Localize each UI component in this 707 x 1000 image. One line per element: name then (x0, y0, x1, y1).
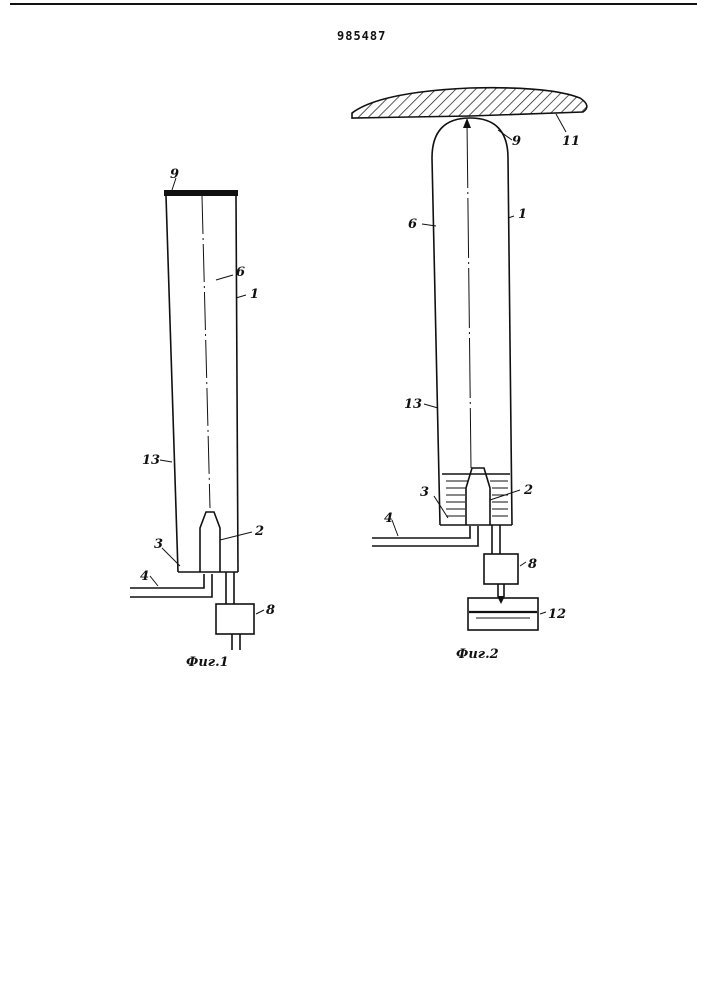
fig2-leader-12 (540, 612, 546, 614)
fig2-jet-line (467, 122, 471, 468)
fig2-container-12 (468, 598, 538, 630)
fig1-cap (164, 190, 238, 196)
fig2-label-8: 8 (528, 557, 537, 572)
fig2-dome (432, 118, 508, 158)
fig1-axis-line (202, 196, 210, 508)
fig2-caption: Фиг.2 (456, 647, 499, 662)
fig1-label-2: 2 (254, 524, 264, 539)
fig1-label-1: 1 (250, 287, 259, 302)
fig1-leader-6 (216, 275, 233, 280)
fig1-label-9: 9 (170, 167, 179, 182)
fig1-tube-left-wall (166, 196, 178, 572)
fig2-leader-13 (424, 404, 438, 408)
fig2-label-9: 9 (512, 134, 521, 149)
fig2-label-12: 12 (548, 607, 566, 622)
fig2-box-8 (484, 554, 518, 584)
fig1-caption: Фиг.1 (186, 655, 229, 670)
fig2-liquid-lines (442, 474, 510, 516)
fig2-jet-arrow (463, 118, 471, 128)
fig2-label-4: 4 (384, 511, 393, 526)
fig2-label-1: 1 (518, 207, 527, 222)
fig2-label-6: 6 (408, 217, 417, 232)
fig2-label-3: 3 (420, 485, 429, 500)
fig1-label-6: 6 (236, 265, 245, 280)
fig2-tube-left-wall (432, 158, 440, 525)
fig1-label-4: 4 (140, 569, 149, 584)
fig1-leader-2 (220, 532, 252, 540)
fig1-box-8 (216, 604, 254, 634)
fig2-label-13: 13 (404, 397, 422, 412)
fig1-nozzle (200, 512, 220, 572)
fig1-leader-13 (160, 460, 172, 462)
fig1-label-8: 8 (266, 603, 275, 618)
fig2-leader-11 (556, 114, 566, 132)
fig2-leader-8 (520, 562, 526, 566)
fig1-label-3: 3 (154, 537, 163, 552)
fig2-label-2: 2 (523, 483, 533, 498)
fig2-hatched-surface (352, 88, 587, 118)
fig1-label-13: 13 (142, 453, 160, 468)
fig2-nozzle (466, 468, 490, 525)
fig1-leader-4 (150, 576, 158, 586)
fig2-inlet-pipe-lower (372, 526, 478, 546)
fig1-leader-1 (236, 295, 246, 298)
fig2-tube-right-wall (508, 158, 512, 525)
fig1-leader-8 (256, 610, 264, 614)
fig2-leader-3 (434, 496, 448, 518)
figure-2: 9 11 6 1 13 3 2 4 8 12 Фиг.2 (352, 88, 587, 662)
fig2-label-11: 11 (562, 134, 580, 149)
fig1-tube-right-wall (236, 196, 238, 572)
fig2-inlet-pipe (372, 526, 470, 538)
figure-1: 9 6 1 13 2 3 4 8 Фиг.1 (130, 167, 275, 670)
patent-number: 985487 (337, 29, 386, 43)
